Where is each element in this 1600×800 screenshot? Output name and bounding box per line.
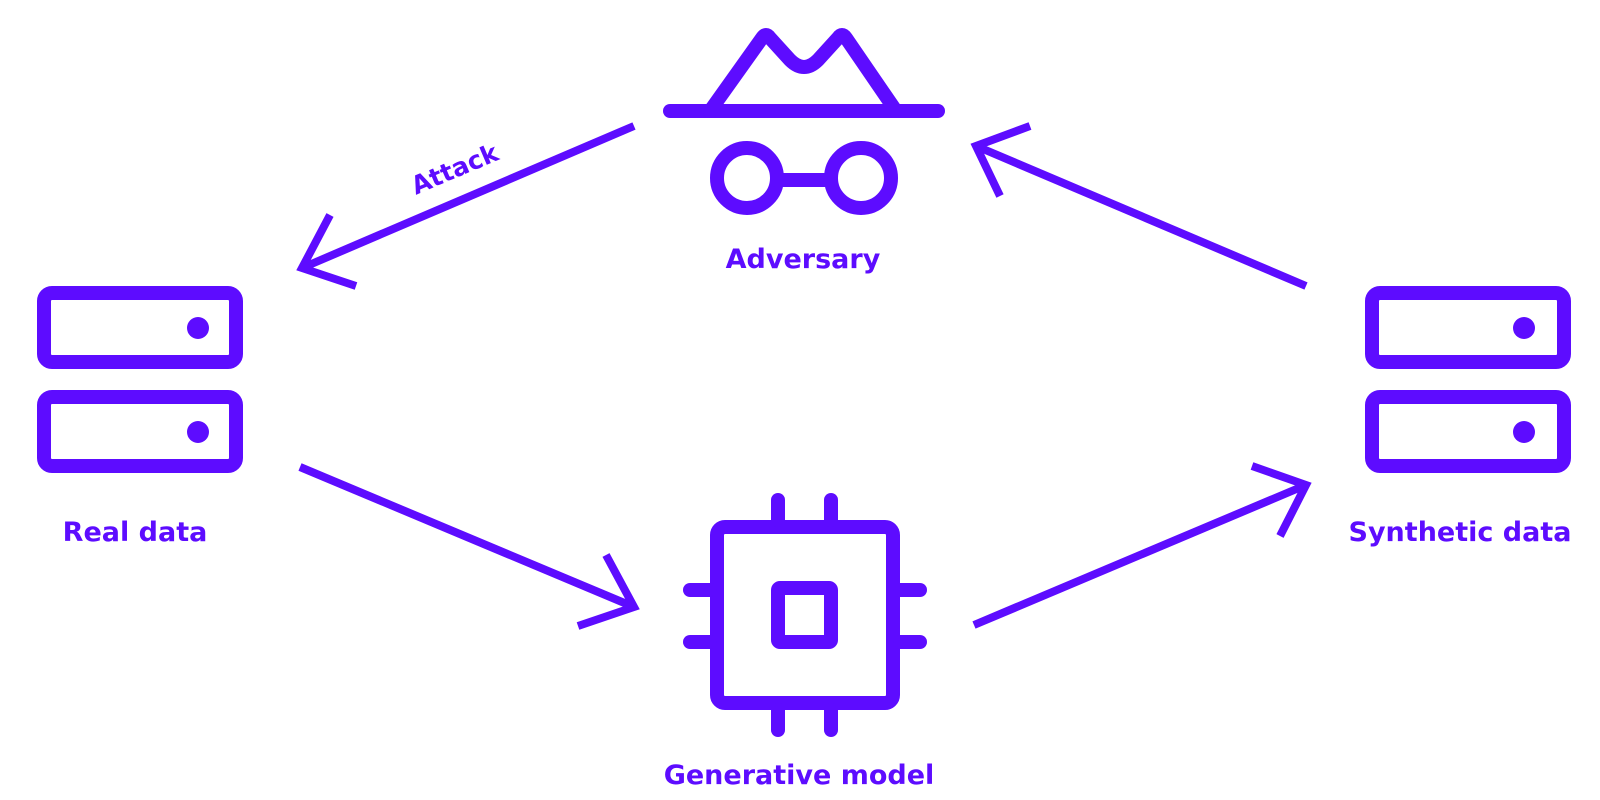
database-server-icon (1365, 286, 1571, 473)
server-unit-top (1365, 286, 1571, 369)
chip-body (710, 520, 900, 710)
server-unit-bottom (1365, 390, 1571, 473)
server-unit-bottom (37, 390, 243, 473)
chip-core (771, 581, 838, 649)
real-data-label: Real data (63, 517, 208, 548)
generative-model-label: Generative model (664, 760, 935, 791)
arrow-synthetic-data-to-adversary (970, 122, 1308, 290)
left-lens (710, 141, 784, 215)
server-indicator-dot (187, 317, 209, 339)
right-lens (824, 141, 898, 215)
server-indicator-dot (187, 421, 209, 443)
cpu-chip-icon (683, 493, 927, 737)
hat-crown (703, 28, 903, 118)
server-unit-top (37, 286, 243, 369)
arrow-real-data-to-generative-model (298, 463, 640, 630)
synthetic-data-label: Synthetic data (1349, 517, 1572, 548)
database-server-icon (37, 286, 243, 473)
adversary-label: Adversary (726, 244, 881, 275)
arrow-adversary-to-real-data (296, 122, 636, 290)
arrow-generative-model-to-synthetic-data (972, 462, 1312, 629)
server-indicator-dot (1513, 317, 1535, 339)
server-indicator-dot (1513, 421, 1535, 443)
incognito-spy-icon (663, 28, 945, 215)
